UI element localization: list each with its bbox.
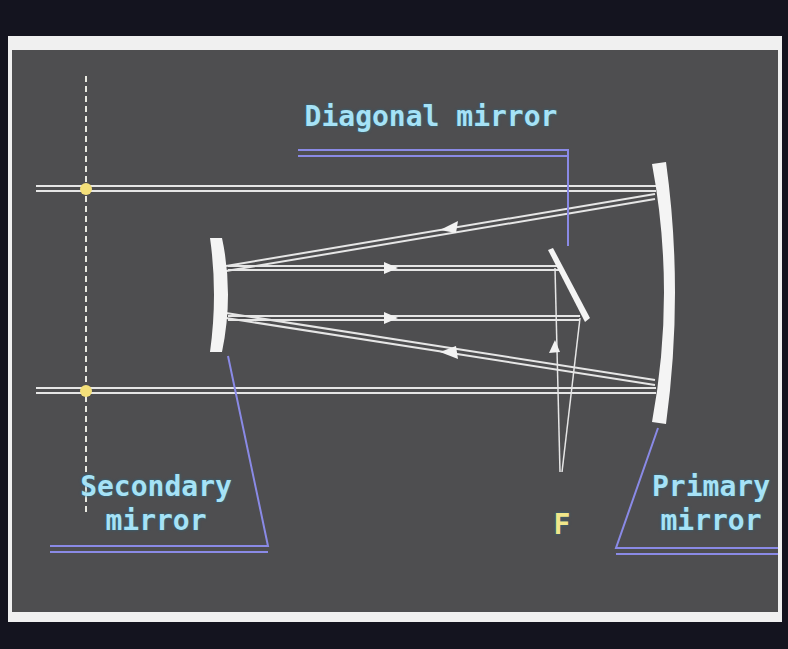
- incoming-ray: [36, 387, 656, 389]
- aperture-line: [85, 76, 87, 512]
- part-label: Diagonal mirror: [296, 100, 566, 134]
- secondary-mirror: [210, 238, 228, 352]
- parallel-ray: [228, 319, 580, 321]
- incoming-ray: [36, 185, 656, 187]
- underline: [616, 553, 778, 555]
- arrowhead: [549, 340, 560, 353]
- aperture-dot: [80, 183, 92, 195]
- rays: [36, 186, 656, 472]
- reflected-ray: [226, 313, 655, 380]
- reflected-ray: [226, 318, 655, 385]
- arrowhead: [440, 221, 458, 233]
- incoming-ray: [36, 392, 656, 394]
- arrowhead: [440, 346, 458, 359]
- underline: [298, 155, 568, 157]
- underline: [50, 551, 268, 553]
- arrowheads: [384, 221, 560, 359]
- arrowhead: [384, 262, 398, 274]
- aperture-dot: [80, 385, 92, 397]
- part-label: Secondary mirror: [56, 470, 256, 538]
- leader-line: [298, 150, 568, 246]
- incoming-ray: [36, 190, 656, 192]
- focus-ray: [555, 268, 560, 472]
- leaders: [50, 150, 778, 554]
- panel: [12, 50, 778, 612]
- frame: [8, 36, 782, 622]
- arrowhead: [384, 312, 398, 324]
- primary-mirror: [652, 162, 675, 424]
- parallel-ray: [228, 315, 580, 317]
- leader-line: [50, 356, 268, 546]
- part-label: Primary mirror: [646, 470, 776, 538]
- diagonal-mirror: [548, 248, 590, 322]
- reflected-ray: [226, 199, 655, 271]
- focus-label: F: [546, 508, 578, 542]
- leader-line: [616, 428, 778, 548]
- reflected-ray: [226, 194, 655, 266]
- focus-ray: [562, 318, 580, 472]
